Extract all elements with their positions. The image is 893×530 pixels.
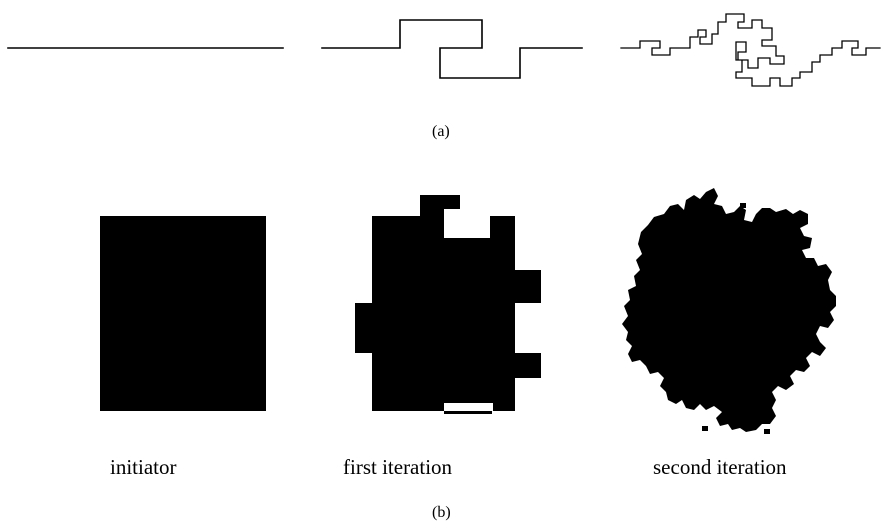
panel-a	[7, 13, 881, 87]
second-iteration-speck	[702, 426, 708, 431]
second-generator	[620, 13, 881, 87]
first-generator	[321, 19, 583, 79]
first-iteration-label: first iteration	[343, 455, 453, 479]
panel-a-caption: (a)	[432, 123, 450, 140]
first-iteration-shape	[355, 195, 541, 414]
panel-b-caption: (b)	[432, 504, 451, 521]
second-iteration-shape	[622, 188, 836, 432]
second-iteration-speck	[764, 429, 770, 434]
second-iteration-speck	[740, 203, 746, 208]
initiator-square	[100, 216, 266, 411]
panel-b	[100, 188, 836, 434]
initiator-label: initiator	[110, 455, 177, 479]
second-iteration-label: second iteration	[653, 455, 787, 479]
second-iteration-speck	[822, 315, 827, 321]
